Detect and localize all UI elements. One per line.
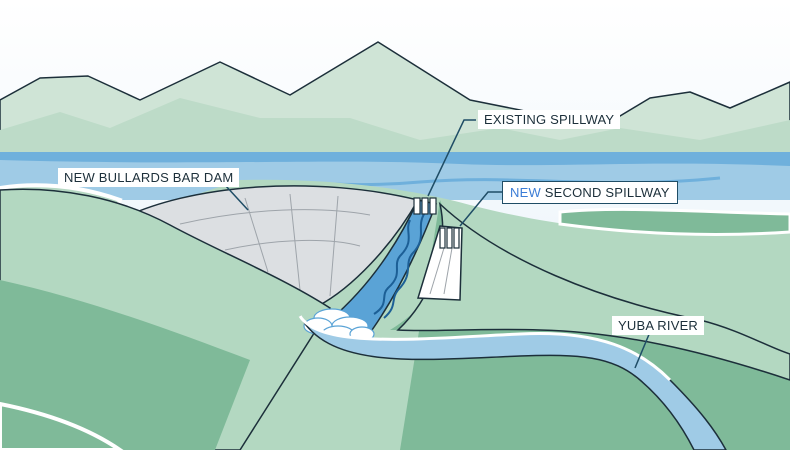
dam-arch-lines — [179, 193, 371, 297]
second-spillway-words: SECOND SPILLWAY — [540, 185, 670, 200]
river-bank-highlight — [298, 315, 672, 382]
existing-spillway-gates — [413, 197, 437, 215]
callout-leader-lines — [224, 119, 651, 369]
left-hill-lower-band — [0, 280, 250, 450]
existing-spillway-label: EXISTING SPILLWAY — [478, 110, 621, 129]
right-slope-highlight — [396, 201, 790, 381]
yuba-river-label: YUBA RIVER — [612, 316, 705, 335]
new-spillway-guide-lines — [429, 247, 453, 295]
new-spillway-gates — [439, 227, 460, 249]
new-second-spillway-label: NEW SECOND SPILLWAY — [502, 181, 678, 204]
spillway-water-waves — [373, 213, 425, 319]
reservoir-dark-band — [0, 152, 790, 166]
far-right-hill — [558, 207, 790, 236]
dam-label: NEW BULLARDS BAR DAM — [58, 168, 240, 187]
new-word: NEW — [510, 185, 541, 200]
